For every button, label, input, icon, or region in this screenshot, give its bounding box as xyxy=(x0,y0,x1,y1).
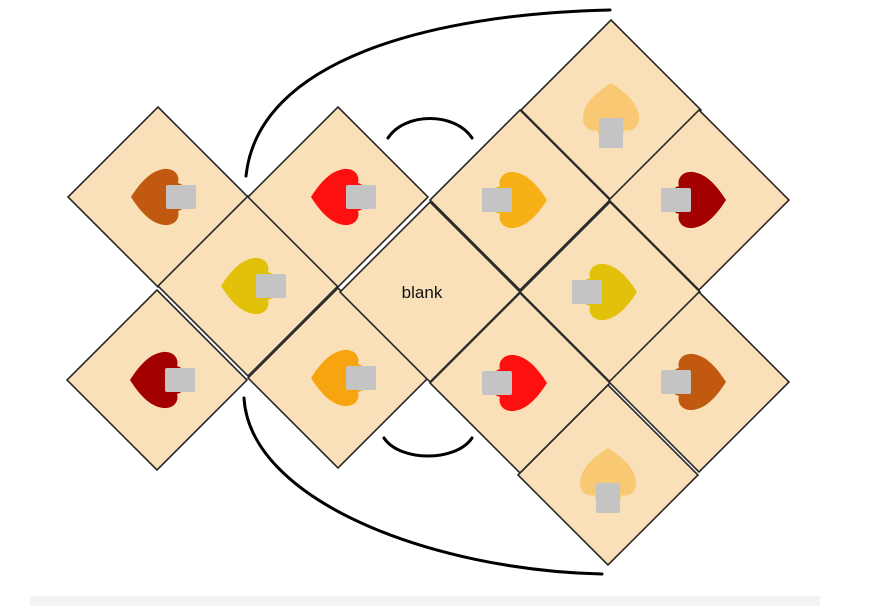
tile-t11 xyxy=(516,383,700,567)
heart-with-tab-icon xyxy=(661,171,726,229)
tab-rect-icon xyxy=(661,370,691,394)
tab-rect-icon xyxy=(599,118,623,148)
tab-rect-icon xyxy=(256,274,286,298)
heart-with-tab-icon xyxy=(482,354,547,412)
connector-arcs xyxy=(242,8,612,576)
tile-t2 xyxy=(65,288,249,472)
outer-bottom-arc xyxy=(242,396,604,576)
bottom-divider xyxy=(30,596,820,606)
heart-with-tab-icon xyxy=(579,448,637,513)
heart-with-tab-icon xyxy=(661,353,726,411)
tab-rect-icon xyxy=(165,368,195,392)
heart-with-tab-icon xyxy=(130,351,195,409)
heart-with-tab-icon xyxy=(311,168,376,226)
heart-with-tab-icon xyxy=(311,349,376,407)
outer-top-arc xyxy=(244,8,612,178)
inner-top-arc xyxy=(386,117,474,140)
heart-icon xyxy=(131,168,186,226)
tab-rect-icon xyxy=(661,188,691,212)
tab-rect-icon xyxy=(346,366,376,390)
tab-rect-icon xyxy=(346,185,376,209)
heart-icon xyxy=(221,257,276,315)
heart-icon xyxy=(582,83,640,138)
heart-icon xyxy=(671,353,726,411)
heart-with-tab-icon xyxy=(582,83,640,148)
inner-bottom-arc xyxy=(382,436,474,458)
heart-with-tab-icon xyxy=(221,257,286,315)
heart-icon xyxy=(582,263,637,321)
tab-rect-icon xyxy=(596,483,620,513)
heart-with-tab-icon xyxy=(572,263,637,321)
heart-icon xyxy=(311,168,366,226)
heart-with-tab-icon xyxy=(482,171,547,229)
tiles-group: blank xyxy=(65,18,791,567)
heart-icon xyxy=(579,448,637,503)
heart-icon xyxy=(130,351,185,409)
tab-rect-icon xyxy=(482,188,512,212)
heart-icon xyxy=(311,349,366,407)
tile-t4 xyxy=(246,105,430,289)
blank-label: blank xyxy=(402,283,443,302)
heart-icon xyxy=(671,171,726,229)
heart-icon xyxy=(492,354,547,412)
tile-t13 xyxy=(607,290,791,474)
tab-rect-icon xyxy=(482,371,512,395)
tab-rect-icon xyxy=(572,280,602,304)
heart-with-tab-icon xyxy=(131,168,196,226)
tab-rect-icon xyxy=(166,185,196,209)
tile-t12 xyxy=(607,108,791,292)
heart-icon xyxy=(492,171,547,229)
